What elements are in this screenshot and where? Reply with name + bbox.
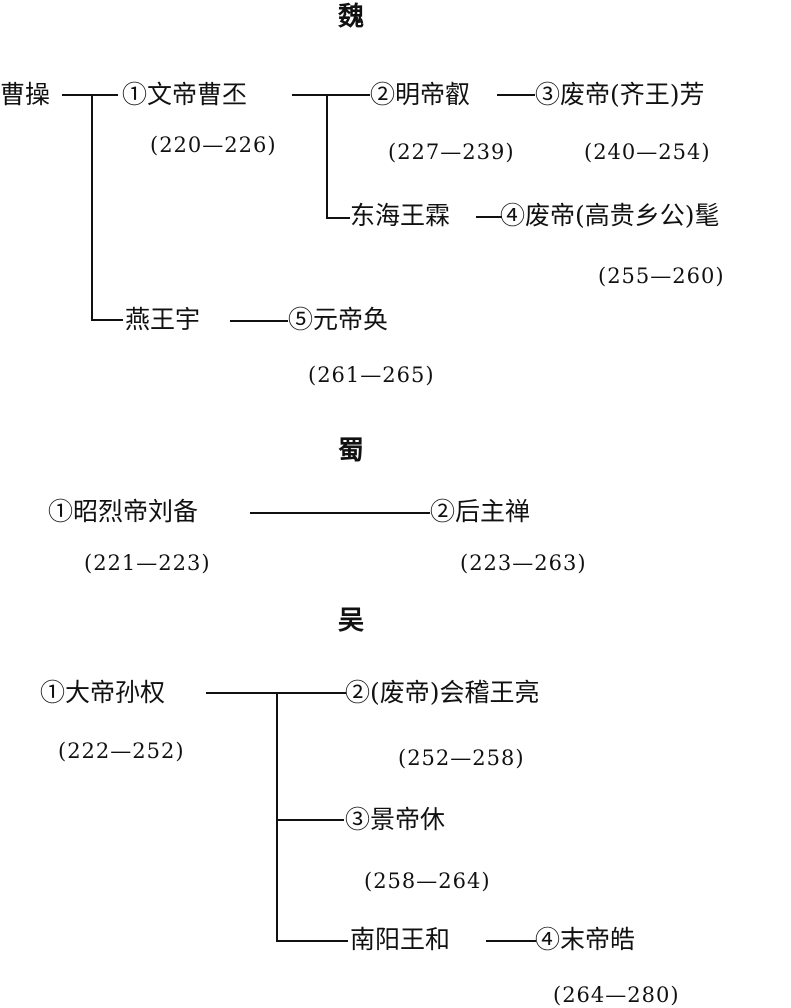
node-zhaolie: ①昭烈帝刘备	[48, 497, 199, 526]
connector	[91, 94, 93, 321]
connector	[486, 940, 536, 942]
years-zhaolie: (221—223)	[84, 551, 211, 575]
years-modi: (264—280)	[553, 983, 680, 1007]
node-houzhu: ②后主禅	[430, 497, 531, 526]
years-kuaiji: (252—258)	[398, 746, 525, 770]
connector	[292, 94, 370, 96]
node-yuandi: ⑤元帝奂	[288, 305, 389, 334]
years-dadi: (222—252)	[58, 739, 185, 763]
node-nanyang: 南阳王和	[350, 925, 451, 954]
connector	[276, 940, 348, 942]
connector	[276, 819, 344, 821]
node-jingdi: ③景帝休	[345, 805, 446, 834]
node-donghai: 东海王霖	[350, 201, 451, 230]
years-houzhu: (223—263)	[460, 551, 587, 575]
node-dadi: ①大帝孙权	[40, 678, 166, 707]
node-feidi-gao: ④废帝(高贵乡公)髦	[500, 201, 720, 230]
connector	[230, 320, 288, 322]
connector	[62, 94, 118, 96]
node-yanwang: 燕王宇	[125, 305, 201, 334]
section-title-shu: 蜀	[338, 436, 365, 466]
connector	[276, 692, 278, 942]
node-wendi: ①文帝曹丕	[122, 80, 248, 109]
node-mingdi: ②明帝叡	[370, 80, 471, 109]
node-kuaiji: ②(废帝)会稽王亮	[345, 678, 540, 707]
connector	[91, 319, 123, 321]
node-caocao: 曹操	[0, 80, 51, 109]
years-wendi: (220—226)	[150, 133, 277, 157]
node-feidi-qi: ③废帝(齐王)芳	[535, 80, 705, 109]
connector	[326, 217, 350, 219]
node-modi: ④末帝皓	[535, 925, 636, 954]
connector	[326, 94, 328, 219]
section-title-wei: 魏	[338, 2, 365, 32]
connector	[497, 94, 535, 96]
years-feidi-qi: (240—254)	[584, 140, 711, 164]
connector	[476, 216, 502, 218]
section-title-wu: 吴	[338, 606, 365, 636]
years-yuandi: (261—265)	[308, 363, 435, 387]
years-mingdi: (227—239)	[388, 140, 515, 164]
years-feidi-gao: (255—260)	[598, 264, 725, 288]
connector	[250, 512, 430, 514]
years-jingdi: (258—264)	[364, 869, 491, 893]
